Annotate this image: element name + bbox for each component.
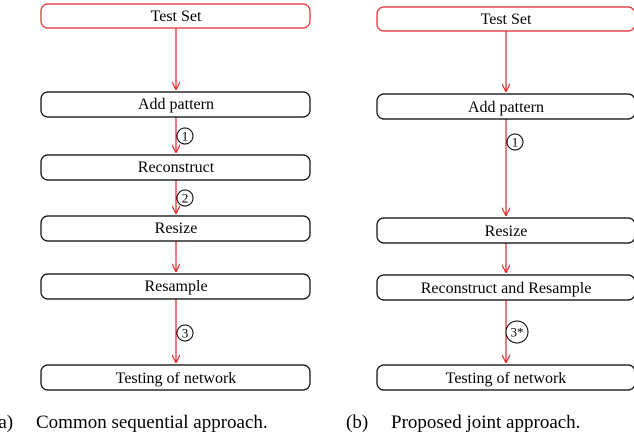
panel-b-node-test-set: Test Set — [376, 6, 634, 32]
panel-a-node-reconstruct: Reconstruct — [40, 154, 311, 181]
panel-a-node-testing-of-network: Testing of network — [40, 364, 311, 391]
panel-a-caption-label: (a) — [0, 412, 13, 433]
panel-b-caption: (b) Proposed joint approach. — [346, 412, 580, 433]
panel-a-caption: (a) Common sequential approach. — [0, 412, 268, 433]
panel-a-node-resample: Resample — [40, 273, 311, 300]
panel-a-node-testing-of-network-label: Testing of network — [116, 370, 237, 387]
panel-b-node-testing-of-network-label: Testing of network — [446, 370, 567, 387]
panel-a-step-1-label: 1 — [182, 129, 189, 144]
panel-b-caption-label: (b) — [346, 412, 368, 433]
panel-a-node-resample-label: Resample — [144, 278, 207, 295]
panel-a-step-2-marker: 2 — [176, 189, 194, 207]
panel-a-caption-text: Common sequential approach. — [36, 412, 268, 433]
panel-a-node-add-pattern: Add pattern — [40, 91, 311, 118]
panel-a-node-resize: Resize — [40, 215, 311, 242]
panel-a-step-1-marker: 1 — [176, 127, 194, 145]
panel-b-node-reconstruct-and-resample: Reconstruct and Resample — [376, 274, 634, 301]
panel-b-node-add-pattern: Add pattern — [376, 93, 634, 120]
panel-a-node-test-set: Test Set — [40, 3, 311, 29]
panel-a-node-add-pattern-label: Add pattern — [138, 96, 214, 113]
panel-b-node-resize-label: Resize — [485, 223, 528, 240]
panel-b-node-reconstruct-and-resample-label: Reconstruct and Resample — [421, 280, 592, 297]
panel-b-step-3star-marker: 3* — [505, 320, 529, 344]
panel-b-step-3star-label: 3* — [511, 325, 524, 340]
panel-a-flowchart: Test Set Add pattern Reconstruct Resize … — [0, 3, 311, 433]
panel-a-node-reconstruct-label: Reconstruct — [138, 159, 215, 176]
panel-b-node-add-pattern-label: Add pattern — [468, 99, 544, 116]
panel-b-step-1-label: 1 — [512, 135, 519, 150]
panel-a-step-3-marker: 3 — [176, 324, 194, 342]
panel-b-step-1-marker: 1 — [506, 133, 524, 151]
panel-a-node-resize-label: Resize — [155, 220, 198, 237]
panel-b-node-resize: Resize — [376, 217, 634, 244]
panel-b-node-testing-of-network: Testing of network — [376, 364, 634, 391]
panel-a-step-2-label: 2 — [182, 191, 189, 206]
panel-b-flowchart: Test Set Add pattern Resize Reconstruct … — [346, 6, 634, 433]
panel-b-node-test-set-label: Test Set — [481, 11, 532, 28]
panel-a-step-3-label: 3 — [182, 326, 189, 341]
panel-b-caption-text: Proposed joint approach. — [391, 412, 580, 433]
panel-a-node-test-set-label: Test Set — [151, 8, 202, 25]
